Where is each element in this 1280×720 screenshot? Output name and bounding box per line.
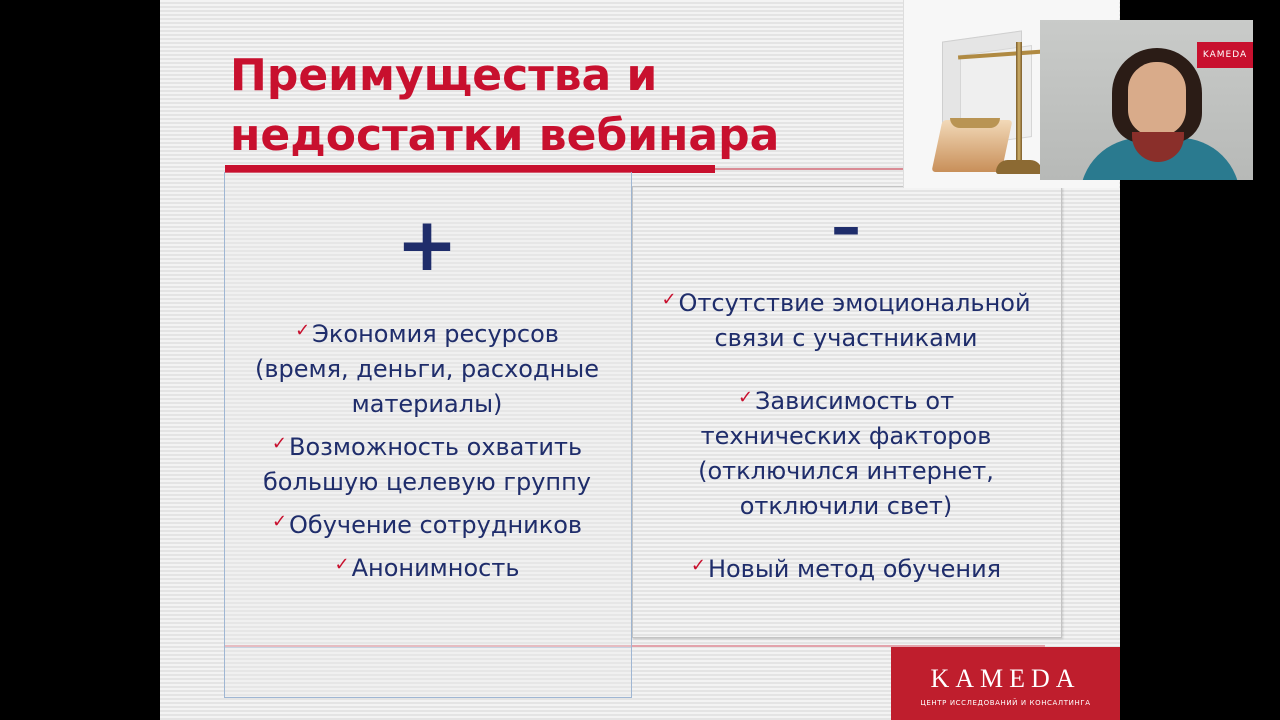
item-text: материалы) [351, 390, 503, 418]
disadvantage-item: ✓Новый метод обучения [632, 548, 1060, 587]
item-text: Отсутствие эмоциональной [678, 289, 1031, 317]
disadvantages-column [632, 186, 1062, 638]
advantages-column-divider [225, 647, 631, 648]
disadvantage-item: ✓Зависимость от технических факторов (от… [632, 380, 1060, 524]
logo-name: KAMEDA [930, 664, 1081, 693]
title-underline [225, 165, 715, 173]
item-text: Обучение сотрудников [289, 511, 583, 539]
item-text: Экономия ресурсов [312, 320, 559, 348]
title-line-2: недостатки вебинара [230, 110, 780, 161]
advantage-item: ✓Обучение сотрудников [224, 504, 630, 543]
advantage-item: ✓Экономия ресурсов (время, деньги, расхо… [224, 313, 630, 422]
slide-title: Преимущества и недостатки вебинара [230, 46, 779, 166]
item-text: связи с участниками [714, 324, 978, 352]
minus-sign: – [831, 192, 861, 262]
check-icon: ✓ [295, 320, 311, 341]
scales-pole [1016, 42, 1022, 172]
item-text: большую целевую группу [263, 468, 591, 496]
item-text: Зависимость от [755, 387, 955, 415]
check-icon: ✓ [737, 387, 754, 408]
item-text: Новый метод обучения [707, 555, 1002, 583]
item-text: (отключился интернет, [698, 457, 994, 485]
title-line-1: Преимущества и [230, 50, 658, 101]
advantages-column [224, 172, 632, 698]
item-text: Анонимность [351, 554, 520, 582]
item-text: Возможность охватить [289, 433, 583, 461]
advantage-item: ✓Анонимность [224, 547, 630, 586]
item-text: (время, деньги, расходные [255, 355, 599, 383]
logo-subtitle: ЦЕНТР ИССЛЕДОВАНИЙ И КОНСАЛТИНГА [920, 699, 1091, 707]
check-icon: ✓ [690, 555, 706, 576]
scales-base [996, 160, 1042, 174]
check-icon: ✓ [661, 289, 677, 310]
presenter-face [1128, 62, 1186, 136]
disadvantage-item: ✓Отсутствие эмоциональной связи с участн… [632, 282, 1060, 356]
plus-sign: + [395, 202, 458, 288]
check-icon: ✓ [271, 511, 288, 532]
wall-logo-sign: KAMEDA [1197, 42, 1253, 68]
check-icon: ✓ [271, 433, 287, 454]
item-text: технических факторов [700, 422, 992, 450]
check-icon: ✓ [334, 554, 350, 575]
advantages-list: ✓Экономия ресурсов (время, деньги, расхо… [224, 313, 630, 586]
advantage-item: ✓Возможность охватить большую целевую гр… [224, 426, 630, 500]
kameda-logo: KAMEDA ЦЕНТР ИССЛЕДОВАНИЙ И КОНСАЛТИНГА [891, 647, 1120, 720]
disadvantages-list: ✓Отсутствие эмоциональной связи с участн… [632, 282, 1060, 587]
scales-pan [950, 118, 1000, 128]
webcam-video-feed[interactable]: KAMEDA [1040, 20, 1253, 180]
bottom-divider [225, 645, 1045, 647]
item-text: отключили свет) [739, 492, 953, 520]
